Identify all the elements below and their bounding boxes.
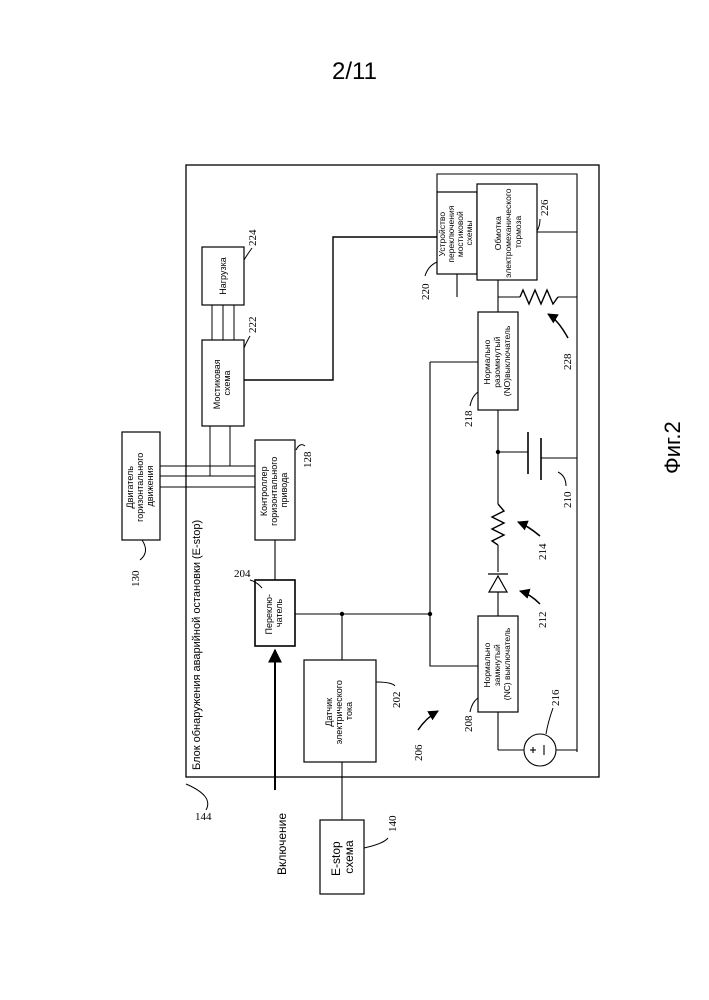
- ref-202-leader: [376, 682, 395, 686]
- bridge-switch-device-box: Устройство переключения мостиковой схемы: [437, 192, 477, 274]
- capacitor: [528, 432, 541, 480]
- diode: [488, 574, 508, 592]
- motor-box: Двигатель горизонтального движения: [122, 432, 160, 540]
- brake-winding-box: Обмотка электромеханического тормоза: [477, 184, 537, 280]
- ref-128: 128: [302, 451, 314, 468]
- load-line-1: Нагрузка: [218, 257, 228, 294]
- load-box: Нагрузка: [202, 247, 244, 305]
- ref-226: 226: [539, 199, 551, 216]
- current-sensor-line-3: тока: [344, 702, 354, 720]
- ref-216: 216: [550, 689, 562, 706]
- ref-130: 130: [130, 570, 142, 587]
- switch-box: Переклю- чатель: [255, 580, 295, 646]
- ref-212: 212: [537, 612, 549, 629]
- switch-line-2: чатель: [274, 599, 284, 627]
- drive-controller-box: Контроллер горизонтального привода: [255, 440, 295, 540]
- ref-206-arrow: [418, 711, 438, 730]
- ref-140: 140: [387, 815, 399, 832]
- bridge-to-switch-device-line: [244, 237, 437, 380]
- ref-228-arrow: [548, 314, 568, 338]
- ref-218-leader: [470, 392, 478, 406]
- ref-208-leader: [470, 698, 478, 712]
- drive-controller-line-3: привода: [279, 473, 289, 508]
- junction-no: [428, 612, 432, 616]
- ref-144: 144: [195, 811, 212, 823]
- brake-winding-line-2: электромеханического: [503, 188, 513, 278]
- ref-204: 204: [234, 568, 251, 580]
- bridge-box: Мостиковая схема: [202, 340, 244, 426]
- ref-130-leader: [140, 540, 146, 560]
- bridge-switch-line-4: схемы: [464, 220, 474, 245]
- no-switch-line-3: (NO)выключатель: [502, 325, 512, 396]
- ref-210: 210: [562, 491, 574, 508]
- ref-224: 224: [247, 229, 259, 246]
- ref-206: 206: [413, 744, 425, 761]
- resistor: [492, 504, 504, 545]
- motor-line-2: горизонтального: [135, 453, 145, 522]
- ref-218: 218: [463, 410, 475, 427]
- motor-line-3: движения: [145, 465, 155, 506]
- figure-caption: Фиг.2: [660, 421, 685, 474]
- ref-214-arrow: [518, 522, 540, 536]
- bridge-load-lines: [212, 305, 234, 340]
- brake-resistor: [520, 290, 558, 304]
- enable-label: Включение: [275, 813, 289, 875]
- ref-214: 214: [537, 543, 549, 560]
- ref-216-leader: [546, 708, 553, 734]
- svg-text:E-stop схема: E-stop схема: [329, 838, 356, 876]
- ref-228: 228: [562, 353, 574, 370]
- estop-circuit-line-1: E-stop: [329, 841, 343, 876]
- junction-capacitor: [496, 450, 500, 454]
- ref-220: 220: [420, 283, 432, 300]
- estop-circuit-box: E-stop схема: [320, 820, 364, 894]
- svg-text:Нагрузка: Нагрузка: [218, 257, 228, 294]
- bridge-line-2: схема: [222, 370, 232, 395]
- no-switch-box: Нормально разомкнутый (NO)выключатель: [478, 312, 518, 410]
- switch-line-1: Переклю-: [264, 594, 274, 635]
- nc-switch-line-2: замкнутый: [492, 644, 502, 686]
- current-sensor-line-1: Датчик: [324, 698, 334, 727]
- ref-222-leader: [244, 336, 250, 348]
- estop-detection-block-title: Блок обнаружения аварийной остановки (E-…: [191, 520, 203, 770]
- nc-switch-line-3: (NC) выключатель: [502, 627, 512, 700]
- drive-controller-line-2: горизонтального: [269, 457, 279, 526]
- main-chain-wiring: [498, 410, 577, 616]
- current-sensor-line-2: электрического: [334, 680, 344, 744]
- no-switch-line-2: разомкнутый: [492, 336, 502, 387]
- junction-sensor: [340, 612, 344, 616]
- ref-212-arrow: [520, 591, 540, 604]
- brake-winding-line-3: тормоза: [513, 216, 523, 249]
- no-switch-line-1: Нормально: [482, 339, 492, 384]
- brake-winding-line-1: Обмотка: [493, 216, 503, 250]
- motor-phase-lines: [160, 426, 255, 487]
- ref-140-leader: [364, 838, 388, 848]
- ref-220-leader: [425, 262, 437, 276]
- nc-switch-line-1: Нормально: [482, 642, 492, 687]
- ref-144-leader: [186, 784, 208, 810]
- ref-210-leader: [558, 472, 566, 486]
- battery: [498, 712, 577, 766]
- drive-controller-line-1: Контроллер: [259, 466, 269, 516]
- ref-208: 208: [463, 715, 475, 732]
- nc-switch-box: Нормально замкнутый (NC) выключатель: [478, 616, 518, 712]
- estop-circuit-line-2: схема: [342, 840, 356, 874]
- bridge-line-1: Мостиковая: [212, 359, 222, 409]
- ref-128-leader: [296, 445, 305, 450]
- ref-202: 202: [391, 692, 403, 709]
- motor-line-1: Двигатель: [125, 466, 135, 509]
- current-sensor-box: Датчик электрического тока: [304, 660, 376, 762]
- ref-224-leader: [244, 248, 252, 260]
- ref-222: 222: [247, 317, 259, 334]
